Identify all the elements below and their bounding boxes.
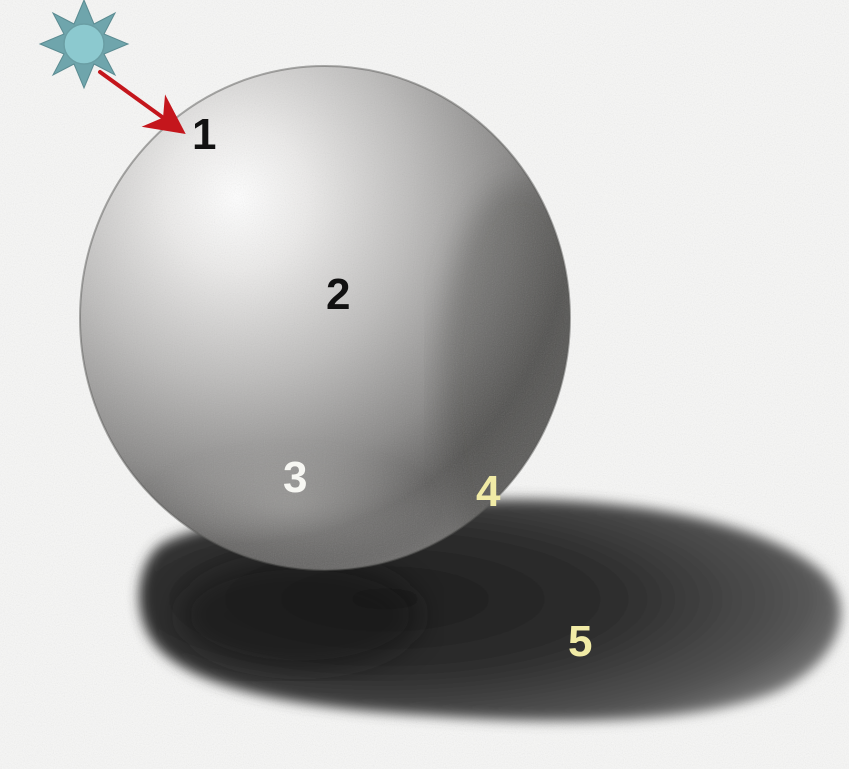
- label-5-cast-shadow: 5: [568, 620, 592, 664]
- label-3-reflected-light: 3: [283, 456, 307, 500]
- label-4-core-shadow: 4: [476, 470, 500, 514]
- label-1-highlight: 1: [192, 113, 216, 157]
- sun-icon: [40, 0, 128, 88]
- label-2-light-tone: 2: [326, 273, 350, 317]
